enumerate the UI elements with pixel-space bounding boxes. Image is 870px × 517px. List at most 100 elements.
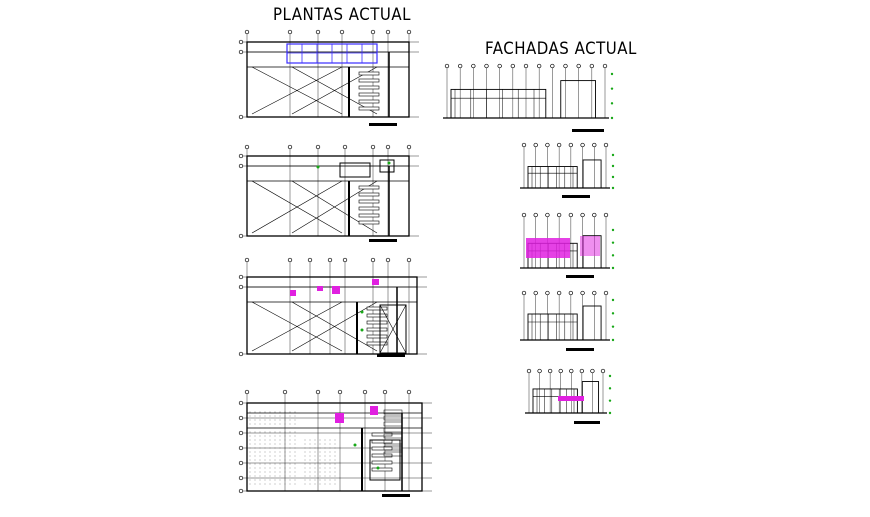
hatch-dot <box>329 439 331 441</box>
hatch-dot <box>329 451 331 453</box>
hatch-dot <box>289 475 291 477</box>
hatch-dot <box>259 435 261 437</box>
magenta-fixture <box>335 413 344 423</box>
hatch-dot <box>304 483 306 485</box>
hatch-dot <box>279 475 281 477</box>
grid-bubble <box>603 290 609 296</box>
grid-bubble <box>244 257 250 263</box>
hatch-dot <box>274 427 276 429</box>
hatch-dot <box>294 431 296 433</box>
hatch-dot <box>269 447 271 449</box>
hatch-dot <box>269 463 271 465</box>
level-marker <box>611 164 615 168</box>
hatch-dot <box>309 443 311 445</box>
hatch-dot <box>269 467 271 469</box>
hatch-dot <box>284 427 286 429</box>
hatch-dot <box>279 479 281 481</box>
room-outline <box>358 78 380 83</box>
hatch-dot <box>329 475 331 477</box>
hatch-dot <box>279 439 281 441</box>
hatch-dot <box>284 411 286 413</box>
hatch-dot <box>254 435 256 437</box>
room-outline <box>358 106 380 111</box>
hatch-dot <box>324 463 326 465</box>
hatch-dot <box>269 423 271 425</box>
green-marker <box>316 165 320 169</box>
wall-line <box>291 180 378 234</box>
grid-bubble <box>603 142 609 148</box>
grid-bubble <box>238 460 244 466</box>
hatch-dot <box>294 467 296 469</box>
level-marker <box>610 116 614 120</box>
hatch-dot <box>259 423 261 425</box>
grid-bubble <box>307 257 313 263</box>
room-outline <box>582 305 602 341</box>
hatch-dot <box>304 471 306 473</box>
hatch-dot <box>254 443 256 445</box>
hatch-dot <box>309 447 311 449</box>
wall-line <box>379 304 407 354</box>
hatch-dot <box>304 455 306 457</box>
room-outline <box>366 334 388 339</box>
hatch-dot <box>334 483 336 485</box>
hatch-dot <box>249 419 251 421</box>
hatch-dot <box>254 419 256 421</box>
green-marker <box>387 161 391 165</box>
hatch-dot <box>304 463 306 465</box>
hatch-dot <box>259 419 261 421</box>
hatch-dot <box>314 467 316 469</box>
hatch-dot <box>314 439 316 441</box>
hatch-dot <box>259 483 261 485</box>
hatch-dot <box>274 471 276 473</box>
hatch-dot <box>294 451 296 453</box>
grid-bubble <box>537 368 542 374</box>
hatch-dot <box>279 467 281 469</box>
hatch-dot <box>294 479 296 481</box>
room-outline <box>527 166 578 189</box>
plantas-title: PLANTAS ACTUAL <box>273 3 412 25</box>
hatch-dot <box>304 467 306 469</box>
hatch-dot <box>279 483 281 485</box>
grid-bubble <box>238 39 244 45</box>
grid-bubble <box>382 389 388 395</box>
hatch-dot <box>249 411 251 413</box>
hatch-dot <box>279 411 281 413</box>
level-marker <box>608 374 612 378</box>
grid-bubble <box>238 475 244 481</box>
elevation-5-fill <box>558 396 584 401</box>
grid-bubble <box>370 144 376 150</box>
hatch-dot <box>249 443 251 445</box>
hatch-dot <box>294 439 296 441</box>
hatch-dot <box>289 459 291 461</box>
hatch-dot <box>284 439 286 441</box>
hatch-dot <box>269 455 271 457</box>
hatch-dot <box>319 455 321 457</box>
hatch-dot <box>274 447 276 449</box>
hatch-dot <box>329 471 331 473</box>
grid-bubble <box>238 430 244 436</box>
room-outline <box>246 276 418 355</box>
hatch-dot <box>334 467 336 469</box>
hatch-dot <box>329 455 331 457</box>
hatch-dot <box>289 431 291 433</box>
grid-bubble <box>602 63 608 69</box>
hatch-dot <box>254 459 256 461</box>
elevation-2 <box>520 142 615 198</box>
grid-bubble <box>471 63 476 69</box>
hatch-dot <box>264 423 266 425</box>
grid-bubble <box>550 63 555 69</box>
level-marker <box>610 102 614 105</box>
room-outline <box>246 402 423 492</box>
plan-4 <box>238 389 432 497</box>
hatch-dot <box>249 483 251 485</box>
hatch-dot <box>289 435 291 437</box>
hatch-dot <box>279 471 281 473</box>
scale-bar <box>566 275 594 278</box>
hatch-dot <box>259 411 261 413</box>
elevation-4 <box>520 290 615 351</box>
hatch-dot <box>274 467 276 469</box>
hatch-dot <box>319 447 321 449</box>
hatch-dot <box>289 419 291 421</box>
grid-bubble <box>592 212 597 218</box>
hatch-dot <box>309 467 311 469</box>
